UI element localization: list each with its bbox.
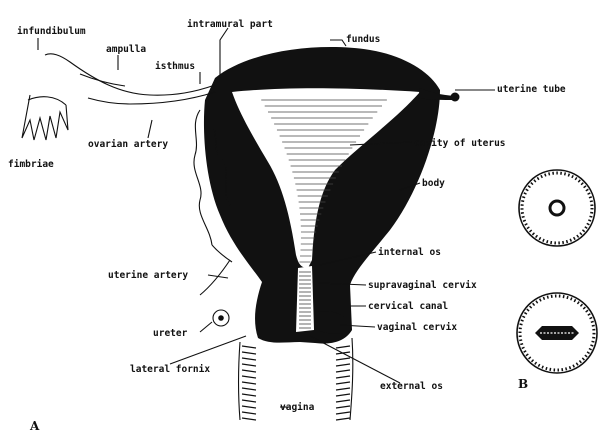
rugae-left — [242, 394, 256, 396]
ureter-shape — [213, 310, 229, 326]
cross-section-lower — [517, 293, 597, 373]
rugae-right — [336, 412, 350, 414]
label-lateral-fornix: lateral fornix — [130, 364, 210, 375]
rugae-left — [242, 358, 256, 360]
rugae-right — [336, 418, 350, 420]
fimbriae-shape — [22, 95, 68, 140]
rugae-left — [242, 412, 256, 414]
label-ureter: ureter — [153, 328, 188, 339]
rugae-right — [336, 364, 350, 366]
rugae-left — [242, 382, 256, 384]
label-supravaginal-cervix: supravaginal cervix — [368, 280, 477, 291]
rugae-left — [242, 346, 256, 348]
label-fimbriae: fimbriae — [8, 159, 54, 170]
rugae-right — [336, 388, 350, 390]
rugae-left — [242, 418, 256, 420]
panel-label-a: A — [29, 419, 40, 433]
rugae-left — [242, 388, 256, 390]
label-vaginal-cervix: vaginal cervix — [377, 322, 457, 333]
rugae-right — [336, 382, 350, 384]
panel-label-b: B — [518, 377, 528, 391]
label-vagina: vagina — [280, 402, 315, 413]
rugae-right — [336, 406, 350, 408]
label-cervical-canal: cervical canal — [368, 301, 448, 312]
label-external-os: external os — [380, 381, 443, 392]
rugae-right — [336, 376, 350, 378]
label-ampulla: ampulla — [106, 44, 146, 55]
rugae-left — [242, 376, 256, 378]
label-fundus: fundus — [346, 34, 380, 45]
rugae-right — [336, 400, 350, 402]
label-uterine-tube: uterine tube — [497, 84, 566, 95]
label-cavity-of-uterus: cavity of uterus — [414, 138, 506, 149]
label-uterine-artery: uterine artery — [108, 270, 188, 281]
rugae-left — [242, 370, 256, 372]
rugae-left — [242, 406, 256, 408]
rugae-right — [336, 394, 350, 396]
cross-section-upper — [519, 170, 595, 246]
rugae-left — [242, 400, 256, 402]
label-infundibulum: infundibulum — [17, 26, 86, 37]
rugae-left — [242, 364, 256, 366]
label-body: body — [422, 178, 445, 189]
label-ovarian-artery: ovarian artery — [88, 139, 168, 150]
rugae-left — [242, 352, 256, 354]
rugae-right — [336, 370, 350, 372]
label-intramural-part: intramural part — [187, 19, 273, 30]
rugae-right — [336, 346, 350, 348]
label-internal-os: internal os — [378, 247, 441, 258]
uterus-shape — [204, 47, 440, 344]
label-isthmus: isthmus — [155, 61, 195, 72]
rugae-right — [336, 358, 350, 360]
